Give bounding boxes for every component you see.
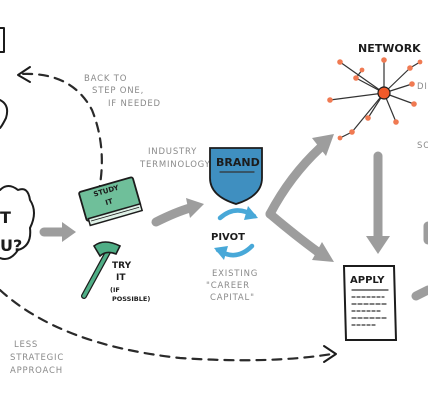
network-node (409, 81, 415, 87)
try-label-4: POSSIBLE) (112, 295, 150, 303)
network-node (411, 101, 417, 107)
note-industry-2: TERMINOLOGY (139, 160, 211, 170)
network-node (417, 59, 423, 65)
less-strategic-arrow-head (323, 345, 337, 363)
arrow-right-edge (411, 285, 428, 301)
book-icon (78, 176, 144, 227)
partial-figure-left (0, 99, 9, 129)
network-node (353, 75, 359, 81)
note-back-2: STEP ONE, (92, 86, 144, 96)
network-label: NETWORK (358, 42, 421, 55)
network-node (381, 57, 387, 63)
network-side-label: DI (417, 82, 428, 92)
try-label-3: (IF (110, 286, 120, 294)
note-back-3: IF NEEDED (108, 99, 161, 109)
apply-label: APPLY (350, 275, 385, 286)
back-arrow-head (17, 66, 31, 83)
pivot-label: PIVOT (211, 232, 245, 243)
arrow-to-apply-lower-head (312, 242, 334, 262)
arrow-network-to-apply-head (366, 236, 390, 254)
network-center-node (377, 86, 391, 100)
brand-label: BRAND (216, 156, 260, 169)
thought-cloud (0, 185, 35, 260)
thought-text-2: U? (0, 236, 22, 255)
network-node (393, 119, 399, 125)
pivot-arrow-bottom-head (214, 246, 228, 260)
thought-text-1: T (0, 208, 11, 227)
try-label-2: IT (116, 273, 126, 283)
note-existing-1: EXISTING (212, 269, 258, 279)
note-less-2: STRATEGIC (10, 353, 64, 363)
pivot-arrow-top-head (244, 206, 258, 220)
try-label-1: TRY (112, 261, 132, 271)
brand-shield (209, 147, 263, 205)
arrow-to-study-head (62, 222, 76, 242)
note-less-3: APPROACH (10, 366, 63, 376)
note-industry-1: INDUSTRY (148, 147, 197, 157)
arrow-to-network-head (312, 134, 334, 156)
note-existing-2: "CAREER (206, 281, 250, 291)
network-node (337, 135, 343, 141)
note-existing-3: CAPITAL" (210, 293, 255, 303)
less-strategic-arrow (0, 288, 334, 362)
arrow-to-brand-head (186, 198, 204, 218)
back-to-step-one-arrow (20, 72, 103, 197)
arrow-to-brand (151, 203, 195, 227)
network-node (337, 59, 343, 65)
network-node (407, 65, 413, 71)
note-back-1: BACK TO (84, 74, 127, 84)
network-node (349, 129, 355, 135)
note-less-1: LESS (14, 340, 38, 350)
network-graph (327, 57, 423, 141)
network-node (359, 67, 365, 73)
arrow-to-apply-lower (265, 209, 323, 257)
right-side-label: SO (417, 141, 428, 151)
partial-box-topleft (0, 27, 5, 53)
arrow-to-network (265, 143, 325, 219)
network-node (327, 97, 333, 103)
book-label-2: IT (105, 197, 115, 207)
network-node (365, 115, 371, 121)
hammer-icon (81, 241, 122, 299)
apply-document-icon (342, 265, 398, 341)
